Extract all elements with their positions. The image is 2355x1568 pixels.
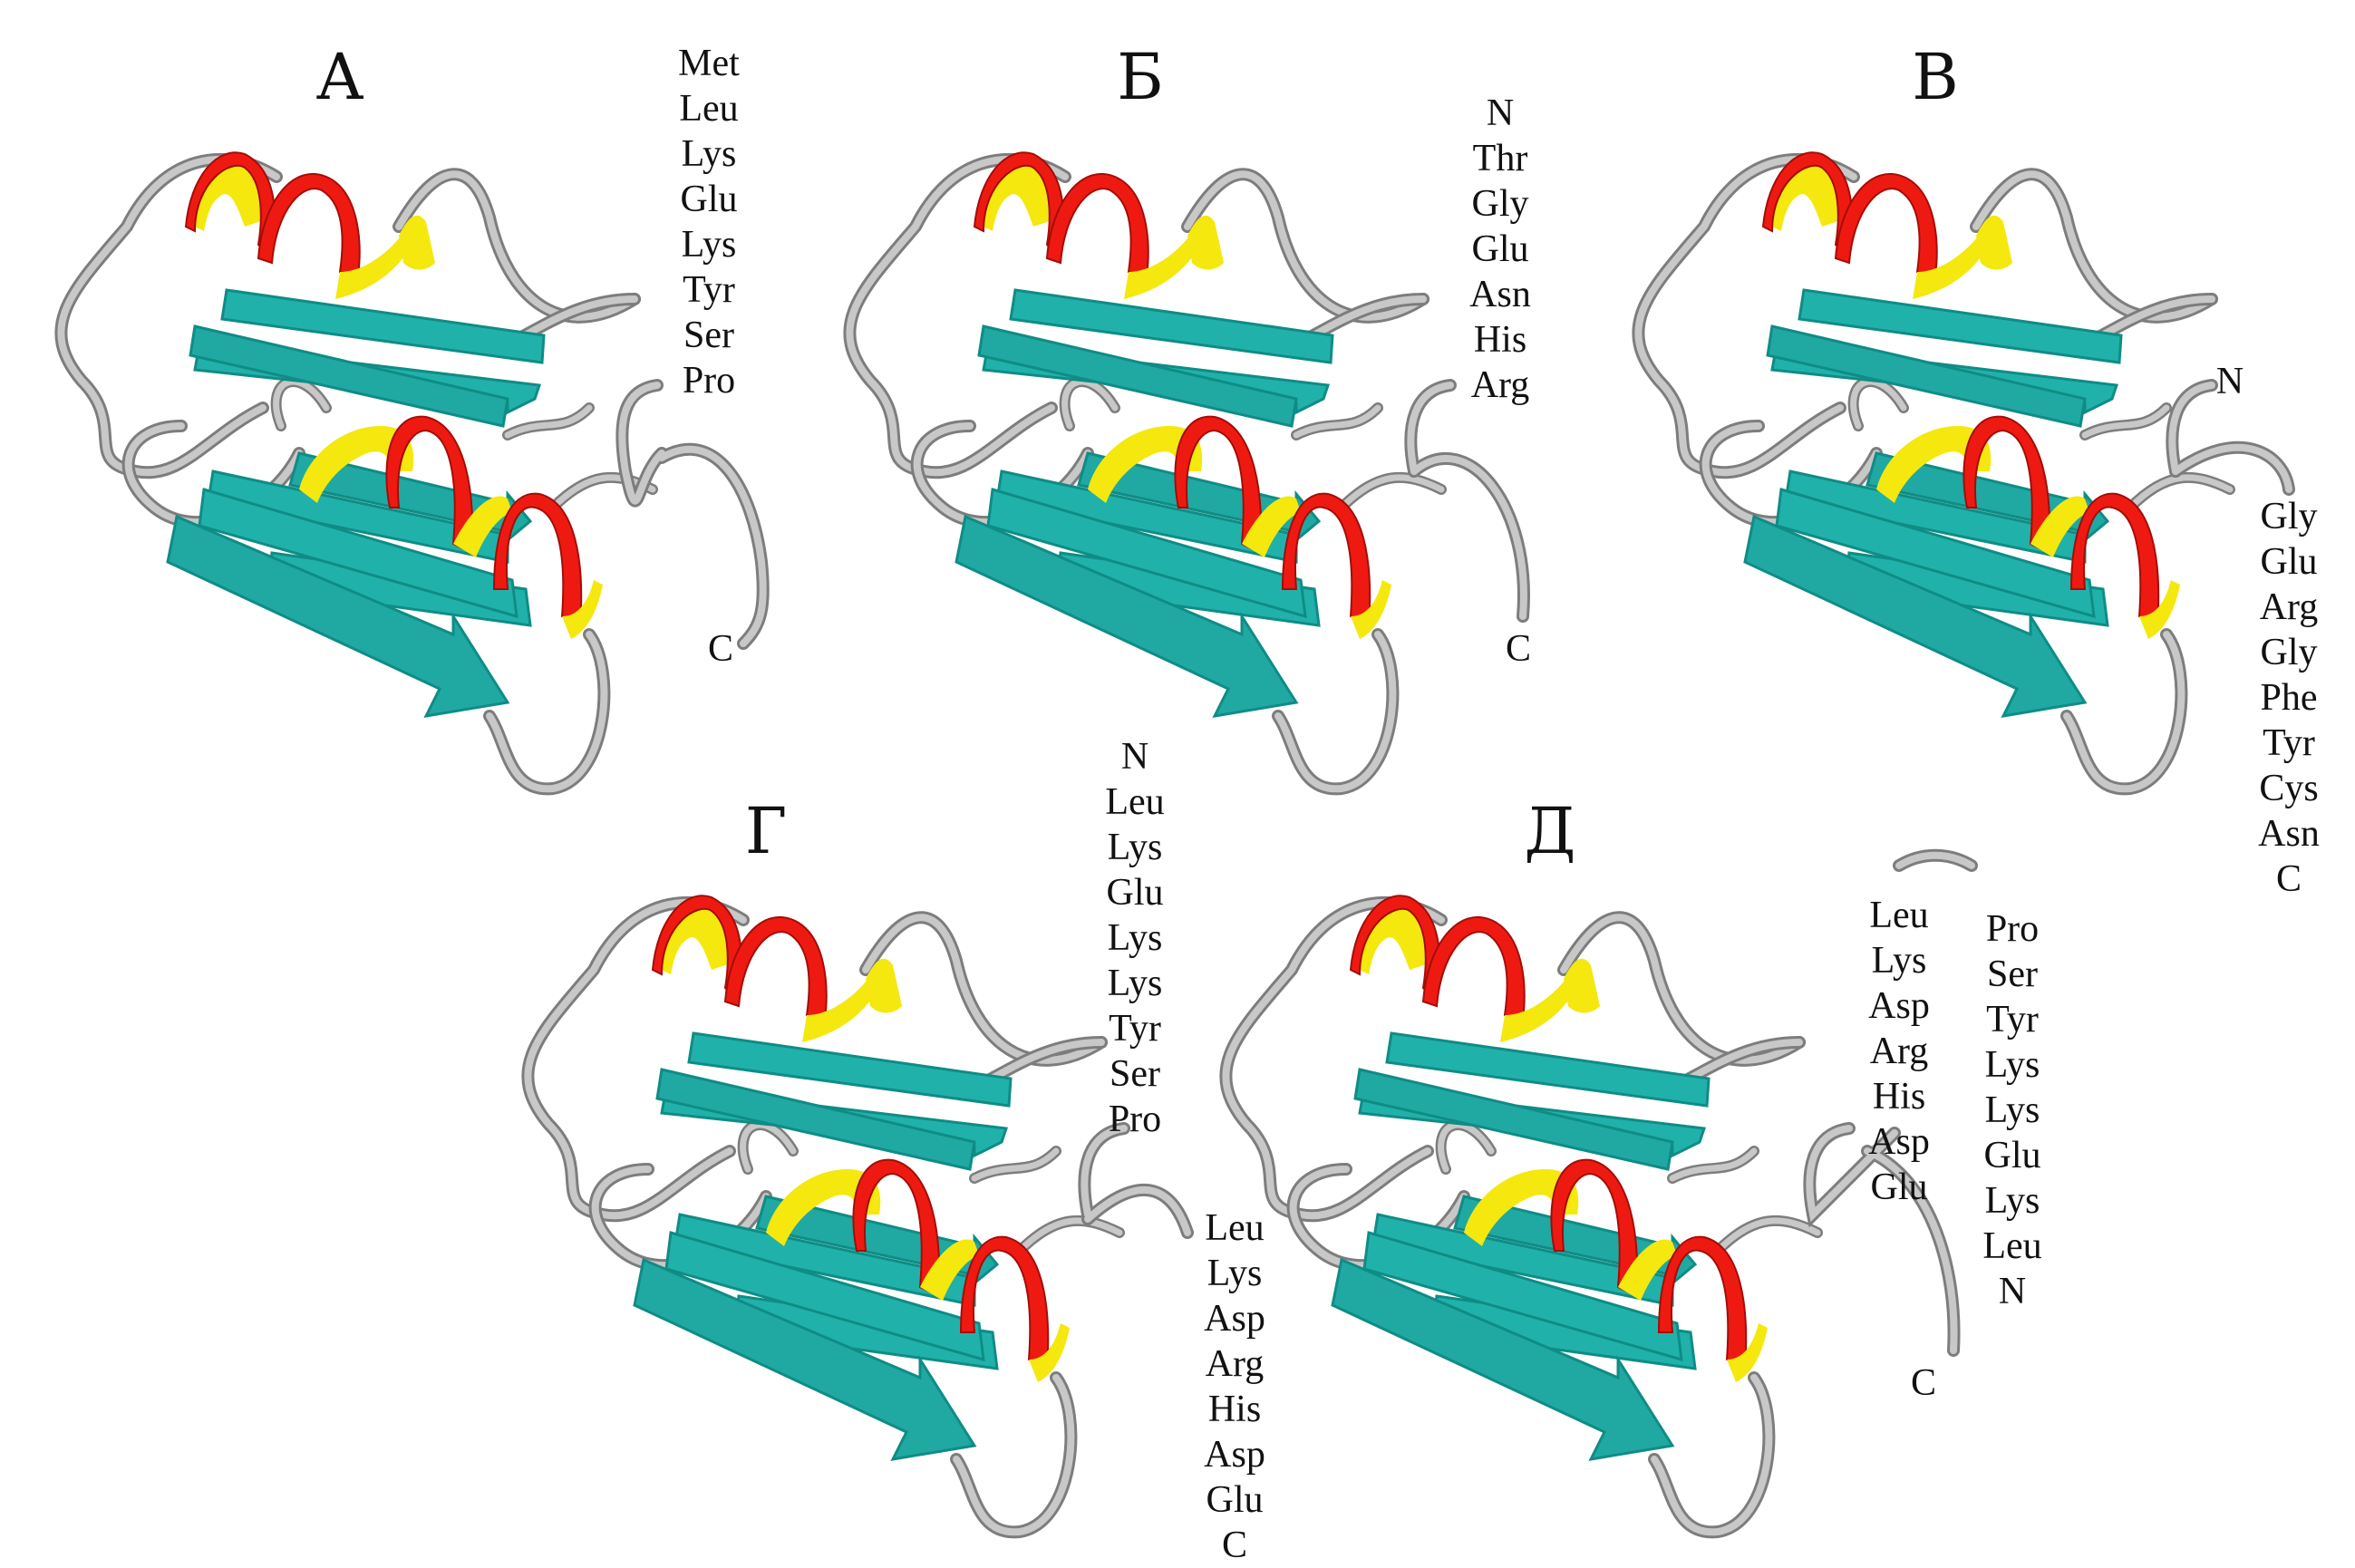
residue: Lys <box>1871 940 1927 982</box>
panel-label-a: А <box>315 40 364 114</box>
panel-label-v: В <box>1912 40 1959 114</box>
sequence-d-left: Leu Lys Asp Arg His Asp Glu <box>1868 893 1930 1210</box>
residue: Glu <box>1106 872 1164 914</box>
residue: Glu <box>1206 1479 1264 1521</box>
protein-ribbon-b <box>849 152 1441 789</box>
panel-label-d: Д <box>1524 794 1576 868</box>
protein-ribbon-v <box>1638 152 2230 789</box>
residue: Met <box>678 43 740 84</box>
residue: N <box>1120 736 1149 778</box>
sequence-a: Met Leu Lys Glu Lys Tyr Ser Pro <box>678 41 740 403</box>
tails <box>615 379 2295 1357</box>
panel-label-g: Г <box>744 794 788 868</box>
residue: Asp <box>1204 1298 1265 1340</box>
residue: N <box>1486 92 1515 134</box>
residue: Arg <box>1205 1343 1265 1385</box>
residue: N <box>1998 1271 2027 1312</box>
residue: Ser <box>1986 953 2038 995</box>
residue: Glu <box>680 179 738 220</box>
residue: Lys <box>1984 1044 2040 1086</box>
residue: Asn <box>2258 813 2320 855</box>
residue: Phe <box>2260 677 2318 719</box>
residue: Tyr <box>683 269 735 311</box>
sequence-g-lower: Leu Lys Asp Arg His Asp Glu C <box>1204 1205 1265 1568</box>
residue: Lys <box>681 133 737 175</box>
residue: Arg <box>2259 586 2319 628</box>
residue: Gly <box>2260 496 2318 537</box>
residue: His <box>1872 1076 1926 1118</box>
terminal-label-d: C <box>1910 1362 1937 1404</box>
residue: Glu <box>1870 1166 1928 1208</box>
residue: Lys <box>1107 963 1163 1004</box>
residue: Asp <box>1204 1434 1265 1476</box>
residue: Asn <box>1469 274 1531 315</box>
residue: Lys <box>1107 917 1163 959</box>
residue: C <box>1221 1524 1247 1566</box>
protein-ribbon-a <box>61 152 653 789</box>
residue: Arg <box>1470 364 1530 406</box>
residue: Ser <box>683 315 734 356</box>
sequence-v: Gly Glu Arg Gly Phe Tyr Cys Asn C <box>2258 494 2320 902</box>
terminal-label-a: C <box>707 628 734 670</box>
terminal-label-v: N <box>2215 361 2244 402</box>
residue: Lys <box>1984 1180 2040 1222</box>
residue: Ser <box>1109 1053 1160 1095</box>
residue: Gly <box>1471 183 1529 225</box>
residue: Asp <box>1868 1121 1930 1163</box>
residue: Thr <box>1472 138 1528 179</box>
sequence-g-upper: N Leu Lys Glu Lys Lys Tyr Ser Pro <box>1105 734 1164 1142</box>
residue: Asp <box>1868 985 1930 1027</box>
residue: Leu <box>1105 781 1165 823</box>
residue: Arg <box>1869 1031 1929 1072</box>
terminal-label-b: C <box>1505 628 1532 670</box>
residue: Tyr <box>1986 999 2039 1040</box>
residue: Cys <box>2259 768 2319 809</box>
residue: Tyr <box>2263 722 2315 764</box>
residue: Tyr <box>1109 1008 1161 1050</box>
sequence-d-right: Pro Ser Tyr Lys Lys Glu Lys Leu N <box>1982 906 2041 1314</box>
residue: Pro <box>1108 1099 1162 1140</box>
residue: Leu <box>1982 1225 2042 1267</box>
residue: Leu <box>1205 1207 1265 1249</box>
residue: Leu <box>679 88 739 130</box>
sequence-b: N Thr Gly Glu Asn His Arg <box>1469 91 1531 408</box>
residue: His <box>1473 319 1527 361</box>
residue: C <box>2275 858 2302 900</box>
residue: His <box>1207 1389 1262 1430</box>
residue: Glu <box>1983 1135 2041 1176</box>
residue: Lys <box>1984 1089 2040 1131</box>
panel-label-b: Б <box>1117 40 1164 114</box>
residue: Pro <box>682 360 736 402</box>
residue: Lys <box>1207 1253 1263 1294</box>
protein-ribbon-g <box>528 895 1119 1532</box>
residue: Lys <box>1107 827 1163 868</box>
residue: Gly <box>2260 632 2318 673</box>
residue: Glu <box>2260 541 2318 583</box>
residue: Leu <box>1869 895 1929 936</box>
residue: Lys <box>681 224 737 266</box>
residue: Glu <box>1471 228 1529 270</box>
residue: Pro <box>1985 908 2040 950</box>
protein-ribbon-d <box>1226 895 1817 1532</box>
